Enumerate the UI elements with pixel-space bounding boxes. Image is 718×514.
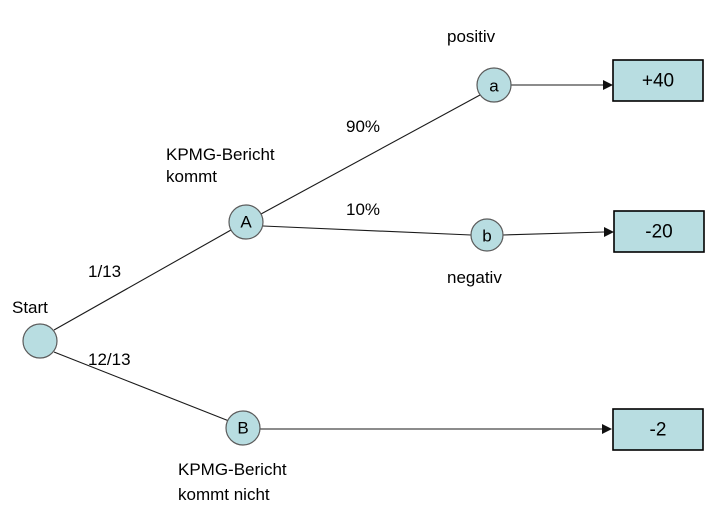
- edge-label-start-to-B: 12/13: [88, 350, 131, 369]
- edge-label-a-positive: 90%: [346, 117, 380, 136]
- caption-branch-a-line1: KPMG-Bericht: [166, 145, 275, 164]
- payoff-label-negative: -20: [645, 222, 672, 243]
- caption-branch-a-line2: kommt: [166, 167, 217, 186]
- payoff-label-positive: +40: [642, 71, 674, 92]
- node-label-B: B: [237, 419, 248, 438]
- payoff-box-no-report[interactable]: [612, 408, 704, 451]
- node-label-b: b: [482, 227, 491, 246]
- caption-branch-b-line2: kommt nicht: [178, 485, 270, 504]
- arrowhead-positive-icon: [603, 80, 613, 90]
- edge-start-to-A: [53, 229, 232, 331]
- payoff-box-positive[interactable]: [612, 59, 704, 102]
- node-label-a: a: [489, 77, 499, 96]
- caption-start: Start: [12, 298, 48, 317]
- node-chance-b[interactable]: [470, 218, 504, 252]
- edge-b-to-payoff-negative: [502, 231, 605, 236]
- edge-label-start-to-A: 1/13: [88, 262, 121, 281]
- node-start[interactable]: [22, 323, 58, 359]
- node-decision-B[interactable]: [225, 410, 261, 446]
- edge-A-to-a: [260, 94, 481, 215]
- node-chance-a[interactable]: [476, 67, 512, 103]
- payoff-label-no-report: -2: [650, 420, 667, 441]
- node-decision-A[interactable]: [228, 204, 264, 240]
- edge-start-to-B: [53, 351, 230, 422]
- edge-label-a-negative: 10%: [346, 200, 380, 219]
- node-label-A: A: [240, 213, 252, 232]
- payoff-box-negative[interactable]: [613, 210, 705, 253]
- arrowhead-noreport-icon: [602, 424, 612, 434]
- arrowhead-negative-icon: [604, 227, 614, 237]
- caption-outcome-positive: positiv: [447, 27, 496, 46]
- caption-branch-b-line1: KPMG-Bericht: [178, 460, 287, 479]
- caption-outcome-negative: negativ: [447, 268, 502, 287]
- edge-A-to-b: [262, 225, 472, 236]
